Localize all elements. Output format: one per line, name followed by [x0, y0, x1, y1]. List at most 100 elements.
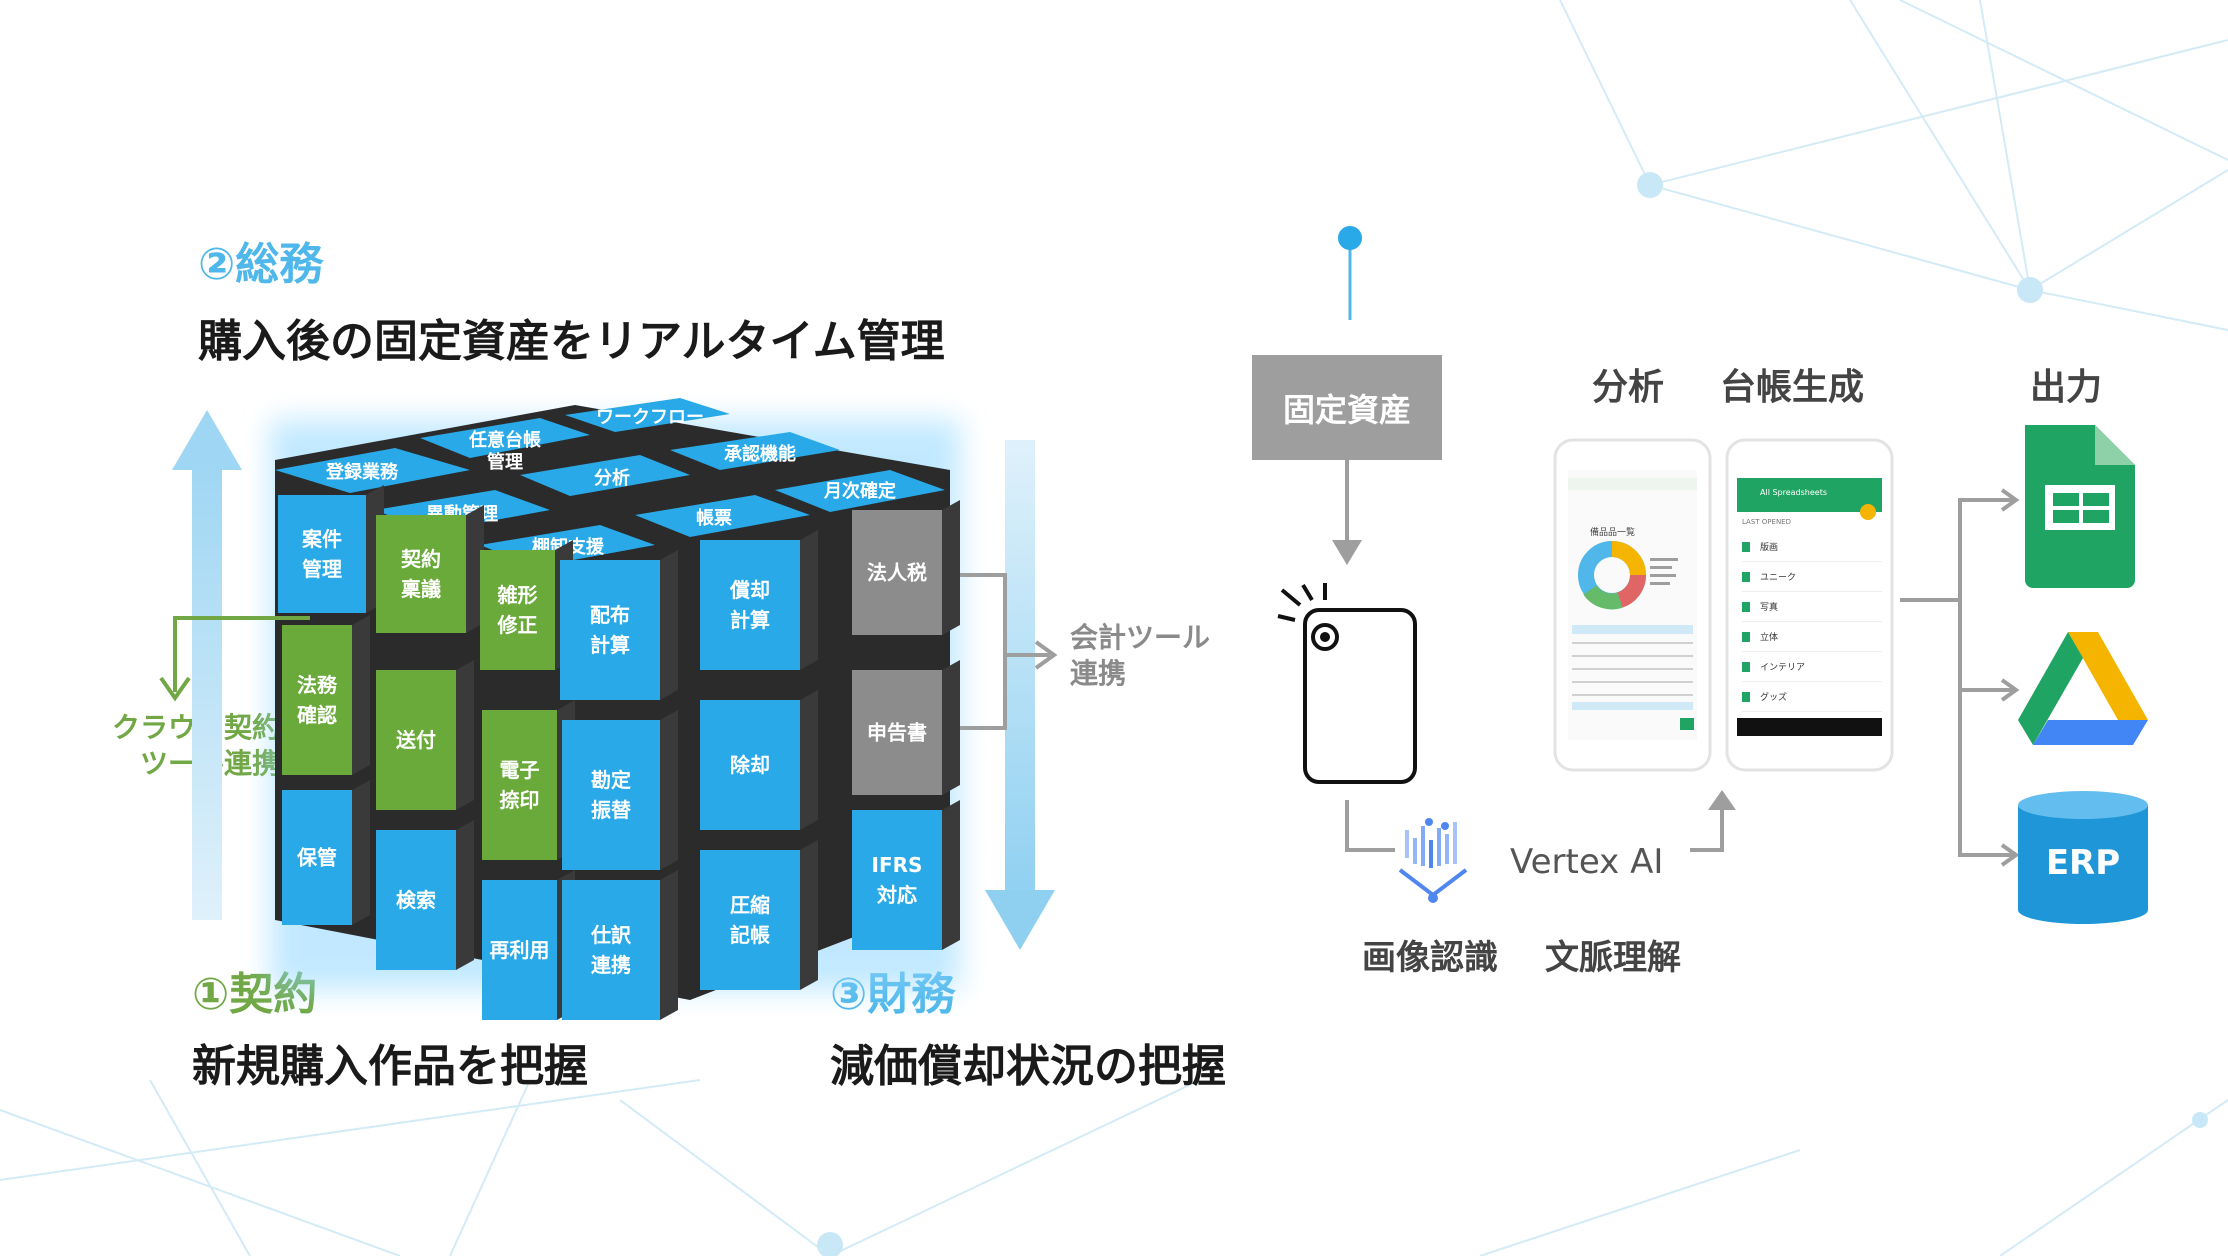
cube-side-face	[456, 660, 474, 810]
ledger-item-label: インテリア	[1760, 663, 1806, 673]
cube-front-label: 圧縮	[730, 893, 770, 917]
cube-side-face	[660, 710, 678, 870]
cube-front-label: 契約	[400, 547, 441, 571]
cube-top-tile	[275, 448, 470, 493]
up-arrow	[172, 410, 242, 920]
cube-front-label: 連携	[591, 953, 631, 977]
cube-front-label: 稟議	[401, 577, 441, 601]
analysis-column-header: 分析	[1592, 367, 1665, 408]
cube-front-label: 保管	[296, 846, 337, 870]
cube-side-face	[660, 870, 678, 1020]
cube-side-face	[800, 690, 818, 830]
ledger-list-item: 写真	[1742, 592, 1882, 622]
sheet-file-icon	[1742, 601, 1750, 612]
cube-front-tile	[560, 560, 660, 700]
cube-side-face	[800, 530, 818, 670]
phone-app-title: All Spreadsheets	[1760, 488, 1828, 497]
context-understanding-label: 文脈理解	[1545, 938, 1681, 978]
cube-front-label: 償却	[729, 578, 770, 602]
cube-top-label: 任意台帳	[468, 429, 541, 451]
cube-front-label: 勘定	[591, 768, 631, 792]
ledger-list-item: ユニーク	[1742, 562, 1882, 592]
sheet-file-icon	[1742, 691, 1750, 702]
cube-front-tile	[282, 790, 352, 925]
soumu-number-label: ②総務	[198, 239, 324, 290]
ledger-column-header: 台帳生成	[1720, 367, 1865, 408]
accounting-link-arrow	[955, 573, 1058, 730]
keiyaku-headline: 新規購入作品を把握	[192, 1041, 588, 1092]
cube-front-label: 計算	[590, 633, 630, 657]
phone-analysis	[1553, 438, 1712, 772]
cube-front-tile	[852, 810, 942, 950]
cube-side-face	[456, 820, 474, 970]
cube-front-tile	[700, 700, 800, 830]
cube-top-label: 帳票	[696, 507, 732, 529]
vertex-ai-icon	[1398, 818, 1468, 903]
cube-top-label: 月次確定	[823, 480, 896, 502]
accounting-tool-label: 会計ツール 連携	[1070, 620, 1210, 692]
zaimu-headline: 減価償却状況の把握	[830, 1041, 1226, 1092]
pin-icon	[1338, 226, 1362, 320]
cube-front-tile	[376, 515, 466, 633]
cube-front-label: 計算	[730, 608, 770, 632]
ledger-item-label: ユニーク	[1760, 573, 1797, 583]
ledger-list-item: 立体	[1742, 622, 1882, 652]
ledger-item-label: 版画	[1760, 543, 1779, 553]
cube-top-tile	[520, 455, 690, 496]
cube-front-tile	[700, 850, 800, 990]
cube-front-tile	[278, 495, 366, 613]
cube-top-tile	[635, 495, 810, 537]
cube-front-tile	[482, 880, 557, 1020]
cube-front-tile	[852, 670, 942, 795]
phone-section-label: LAST OPENED	[1742, 518, 1791, 526]
cube-front-label: 修正	[497, 613, 538, 637]
cube-front-label: 再利用	[490, 938, 550, 962]
cube-front-label: 案件	[301, 527, 342, 551]
cube-top-tile	[670, 432, 840, 470]
accounting-tool-label-line1: 会計ツール	[1070, 621, 1211, 654]
phone-ledger-list: 版画ユニーク写真立体インテリアグッズ	[1742, 532, 1882, 712]
erp-label: ERP	[2045, 843, 2121, 883]
cube-front-label: 記帳	[730, 923, 770, 947]
output-column-header: 出力	[2030, 367, 2103, 408]
accounting-tool-label-line2: 連携	[1070, 657, 1127, 690]
cube-front-label: 送付	[396, 728, 436, 752]
cube-side-face	[352, 615, 370, 775]
erp-database-icon	[2018, 791, 2148, 924]
cube-front-label: 確認	[297, 703, 337, 727]
cube-top-tile	[775, 470, 945, 512]
down-arrow	[985, 440, 1055, 950]
google-drive-icon	[2018, 632, 2148, 745]
cube-front-label: 振替	[591, 798, 631, 822]
cube-front-label: 管理	[302, 557, 342, 581]
sheet-file-icon	[1742, 661, 1750, 672]
cube-front-label: 対応	[876, 883, 917, 907]
cube-front-tile	[562, 880, 660, 1020]
cube-front-label: 検索	[396, 888, 436, 912]
ledger-list-item: グッズ	[1742, 682, 1882, 712]
cube-top-tile	[565, 398, 730, 432]
cube-front-tile	[700, 540, 800, 670]
ledger-list-item: 版画	[1742, 532, 1882, 562]
cube-side-face	[942, 660, 960, 795]
cube-front-label: 除却	[730, 753, 770, 777]
ledger-list-item: インテリア	[1742, 652, 1882, 682]
cube-front-tile	[562, 720, 660, 870]
cube-side-face	[800, 840, 818, 990]
ledger-item-label: 立体	[1760, 633, 1779, 643]
google-sheets-icon	[2025, 425, 2135, 588]
vertex-ai-label: Vertex AI	[1510, 842, 1664, 882]
cube-top-label: ワークフロー	[596, 407, 704, 428]
ledger-item-label: 写真	[1760, 603, 1779, 613]
phone-chart-title: 備品品一覧	[1590, 528, 1636, 538]
phone-ledger	[1725, 438, 1894, 772]
cube-top-tile	[420, 418, 590, 458]
asset-box	[1252, 355, 1442, 460]
cube-top-label: 登録業務	[325, 461, 399, 483]
sheet-file-icon	[1742, 571, 1750, 582]
ledger-item-label: グッズ	[1760, 693, 1788, 703]
camera-phone-icon	[1277, 583, 1417, 784]
